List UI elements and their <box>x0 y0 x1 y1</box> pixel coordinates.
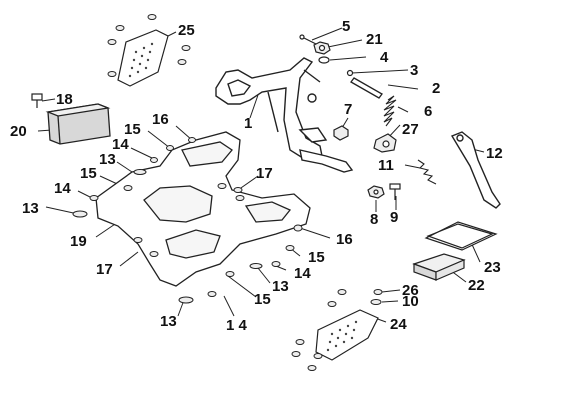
callout-14: 14 <box>294 265 311 282</box>
callout-13: 13 <box>160 313 177 330</box>
small-pin-part <box>346 69 354 77</box>
bolt-part-7 <box>333 125 349 141</box>
footrest-plate-top <box>117 29 169 87</box>
callout-15: 15 <box>124 121 141 138</box>
bolt-part-9 <box>389 183 401 200</box>
callout-17: 17 <box>256 165 273 182</box>
box-part <box>412 253 466 281</box>
callout-24: 24 <box>390 316 407 333</box>
shaft-part <box>350 77 383 99</box>
callout-8: 8 <box>370 211 378 228</box>
callout-16: 16 <box>336 231 353 248</box>
plate-screws-bottom <box>291 289 347 371</box>
callout-22: 22 <box>468 277 485 294</box>
bracket-part <box>373 133 397 153</box>
main-stand-part <box>215 57 354 173</box>
footrest-plate-bottom <box>315 309 379 361</box>
callout-14: 14 <box>54 180 71 197</box>
battery-pad-part <box>45 103 111 145</box>
callout-10: 10 <box>402 293 419 310</box>
sheet-part <box>424 221 498 251</box>
panel-fasteners <box>72 137 303 304</box>
callout-23: 23 <box>484 259 501 276</box>
callout-5: 5 <box>342 18 350 35</box>
callout-15: 15 <box>80 165 97 182</box>
callout-3: 3 <box>410 62 418 79</box>
callout-21: 21 <box>366 31 383 48</box>
bolt-part-18 <box>31 93 43 108</box>
pin-part <box>299 34 317 45</box>
side-stand-part <box>450 131 501 209</box>
callout-4: 4 <box>380 49 389 66</box>
callout-20: 20 <box>10 123 27 140</box>
callout-17: 17 <box>96 261 113 278</box>
nut-part <box>313 41 331 55</box>
callout-16: 16 <box>152 111 169 128</box>
callout-19: 19 <box>70 233 87 250</box>
callout-26: 26 <box>402 282 419 299</box>
spring-part <box>383 95 397 127</box>
callout-1: 1 <box>244 115 252 132</box>
callout-7: 7 <box>344 101 352 118</box>
callout-13: 13 <box>22 200 39 217</box>
nut-part-8 <box>367 185 385 199</box>
callout-9: 9 <box>390 209 398 226</box>
callout-13: 13 <box>272 278 289 295</box>
callout-13: 13 <box>99 151 116 168</box>
callout-labels: 1 2 3 4 5 6 7 8 9 10 11 12 13 13 13 13 1… <box>10 18 503 334</box>
callout-14: 14 <box>112 136 129 153</box>
washer-part <box>318 56 330 64</box>
callout-12: 12 <box>486 145 503 162</box>
callout-2: 2 <box>432 80 440 97</box>
callout-15: 15 <box>254 291 271 308</box>
callout-11: 11 <box>378 157 394 174</box>
callout-14: 1 4 <box>226 317 248 334</box>
callout-18: 18 <box>56 91 73 108</box>
callout-15: 15 <box>308 249 325 266</box>
callout-6: 6 <box>424 103 432 120</box>
small-fasteners-right <box>370 289 383 305</box>
callout-27: 27 <box>402 121 419 138</box>
callout-25: 25 <box>178 22 195 39</box>
plate-screws-top <box>107 14 191 77</box>
side-stand-spring-part <box>417 159 437 185</box>
